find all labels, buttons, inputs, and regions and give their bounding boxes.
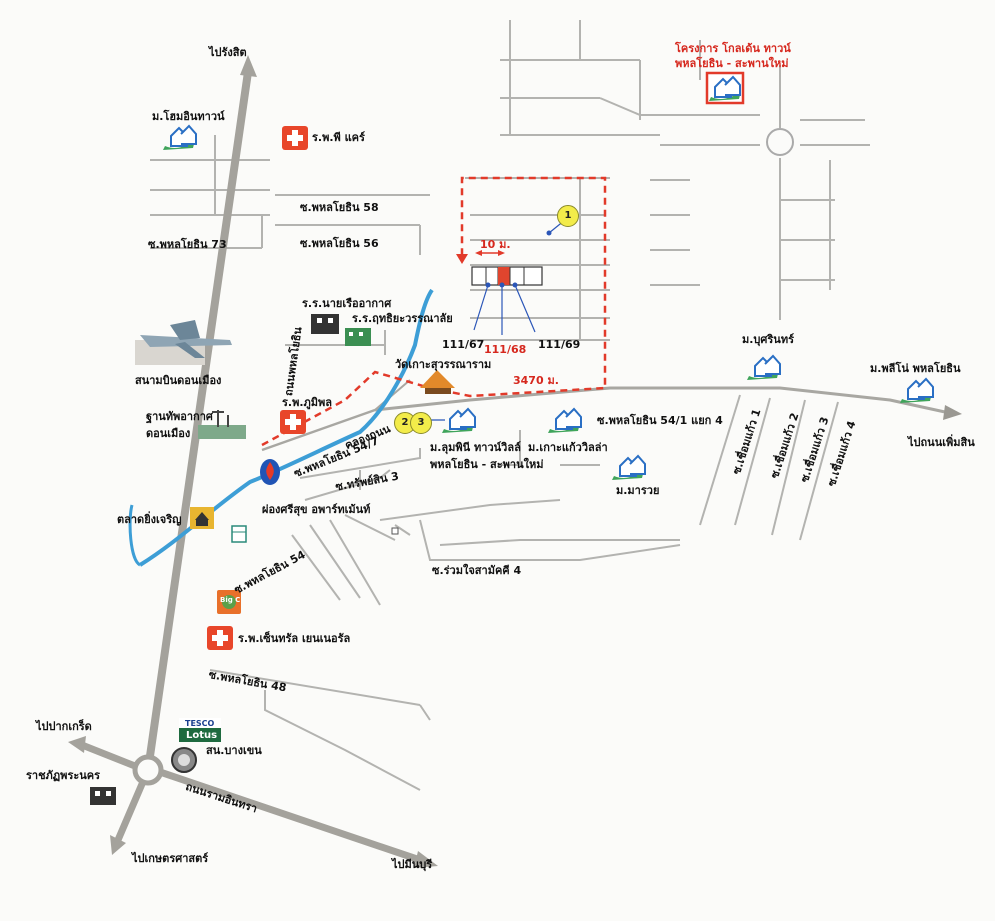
- police-station-icon: [171, 747, 197, 773]
- place-central-general: ร.พ.เซ็นทรัล เยนเนอรัล: [238, 632, 351, 645]
- place-air-tech: ร.ร.นายเรืออากาศ: [302, 297, 392, 310]
- place-bangkhen: สน.บางเขน: [206, 744, 262, 757]
- arrow-rangsit: [240, 55, 257, 77]
- place-airbase-l1: ฐานทัพอากาศ: [146, 410, 213, 423]
- bigc-icon: [217, 590, 241, 614]
- road-phahonyothin: [144, 71, 252, 771]
- place-pleno: ม.พลีโน่ พหลโยธิน: [870, 362, 961, 375]
- tesco-lotus-icon: [179, 718, 221, 742]
- gas-station-icon: [260, 459, 280, 485]
- market-icon: [190, 507, 214, 529]
- airplane-icon: [135, 320, 232, 365]
- road-soi58: ซ.พหลโยธิน 58: [300, 201, 379, 214]
- road-soi73: ซ.พหลโยธิน 73: [148, 238, 227, 251]
- place-pcare: ร.พ.พี แคร์: [312, 131, 365, 144]
- road-soi56: ซ.พหลโยธิน 56: [300, 237, 379, 250]
- minor-roads: [150, 20, 870, 791]
- place-lumpini-l2: พหลโยธิน - สะพานใหม่: [430, 458, 544, 471]
- school-icon: [90, 314, 371, 805]
- plot-111-68[interactable]: 111/68: [484, 343, 527, 356]
- plot-111-68-highlight: [498, 267, 510, 285]
- direction-phermsin: ไปถนนเพิ่มสิน: [908, 436, 975, 449]
- bank-icon: [231, 525, 247, 543]
- route-to-project: [261, 176, 607, 447]
- place-lumpini-l1: ม.ลุมพินี ทาวน์วิลล์: [430, 441, 521, 454]
- plot-111-67[interactable]: 111/67: [442, 338, 485, 351]
- hospital-icon-central: [207, 626, 233, 650]
- roundabout: [132, 754, 164, 786]
- place-wat: วัดเกาะสุวรรณาราม: [395, 358, 492, 371]
- project-title-line2[interactable]: พหลโยธิน - สะพานใหม่: [675, 57, 789, 70]
- road-phahol-54-1: [374, 386, 946, 414]
- temple-icon: [420, 370, 455, 394]
- place-rittiya: ร.ร.ฤทธิยะวรรณาลัย: [352, 312, 453, 325]
- distance-width: 10 ม.: [480, 238, 511, 251]
- place-tesco: TESCO: [185, 719, 215, 728]
- project-title-line1[interactable]: โครงการ โกลเด้น ทาวน์: [675, 42, 791, 55]
- direction-pak-kret: ไปปากเกร็ด: [36, 720, 92, 733]
- hospital-icon-bhumibol: [280, 410, 306, 434]
- place-marui: ม.มารวย: [616, 484, 660, 497]
- place-bhumibol: ร.พ.ภูมิพล: [282, 396, 333, 409]
- place-rajabhat: ราชภัฏพระนคร: [26, 769, 101, 782]
- distance-route: 3470 ม.: [513, 374, 559, 387]
- place-bigc: Big C: [220, 596, 241, 604]
- place-market: ตลาดยิ่งเจริญ: [117, 513, 182, 526]
- road-ruamjai4: ซ.ร่วมใจสามัคคี 4: [432, 564, 522, 577]
- marker-1[interactable]: 1: [557, 205, 579, 227]
- place-phongsri: ผ่องศรีสุข อพาร์ทเม้นท์: [262, 503, 371, 516]
- road-ramintra: [158, 768, 422, 864]
- marker-3[interactable]: 3: [410, 412, 432, 434]
- place-busarin: ม.บุศรินทร์: [742, 333, 794, 346]
- plot-111-69[interactable]: 111/69: [538, 338, 581, 351]
- place-airport: สนามบินดอนเมือง: [135, 374, 222, 387]
- hospital-icon-pcare: [282, 126, 308, 150]
- road-soi54-1: ซ.พหลโยธิน 54/1 แยก 4: [597, 414, 723, 427]
- place-home-in-town: ม.โฮมอินทาวน์: [152, 110, 225, 123]
- arrow-phermsin: [943, 405, 962, 420]
- house-icons: [163, 71, 934, 480]
- place-lotus: Lotus: [186, 730, 218, 741]
- direction-rangsit: ไปรังสิต: [209, 46, 247, 59]
- direction-min-buri: ไปมีนบุรี: [392, 858, 433, 871]
- direction-kaset: ไปเกษตรศาสตร์: [132, 852, 209, 865]
- airbase-icon: [198, 410, 246, 439]
- place-airbase-l2: ดอนเมือง: [146, 427, 191, 440]
- place-kokaew: ม.เกาะแก้ววิลล่า: [528, 441, 608, 454]
